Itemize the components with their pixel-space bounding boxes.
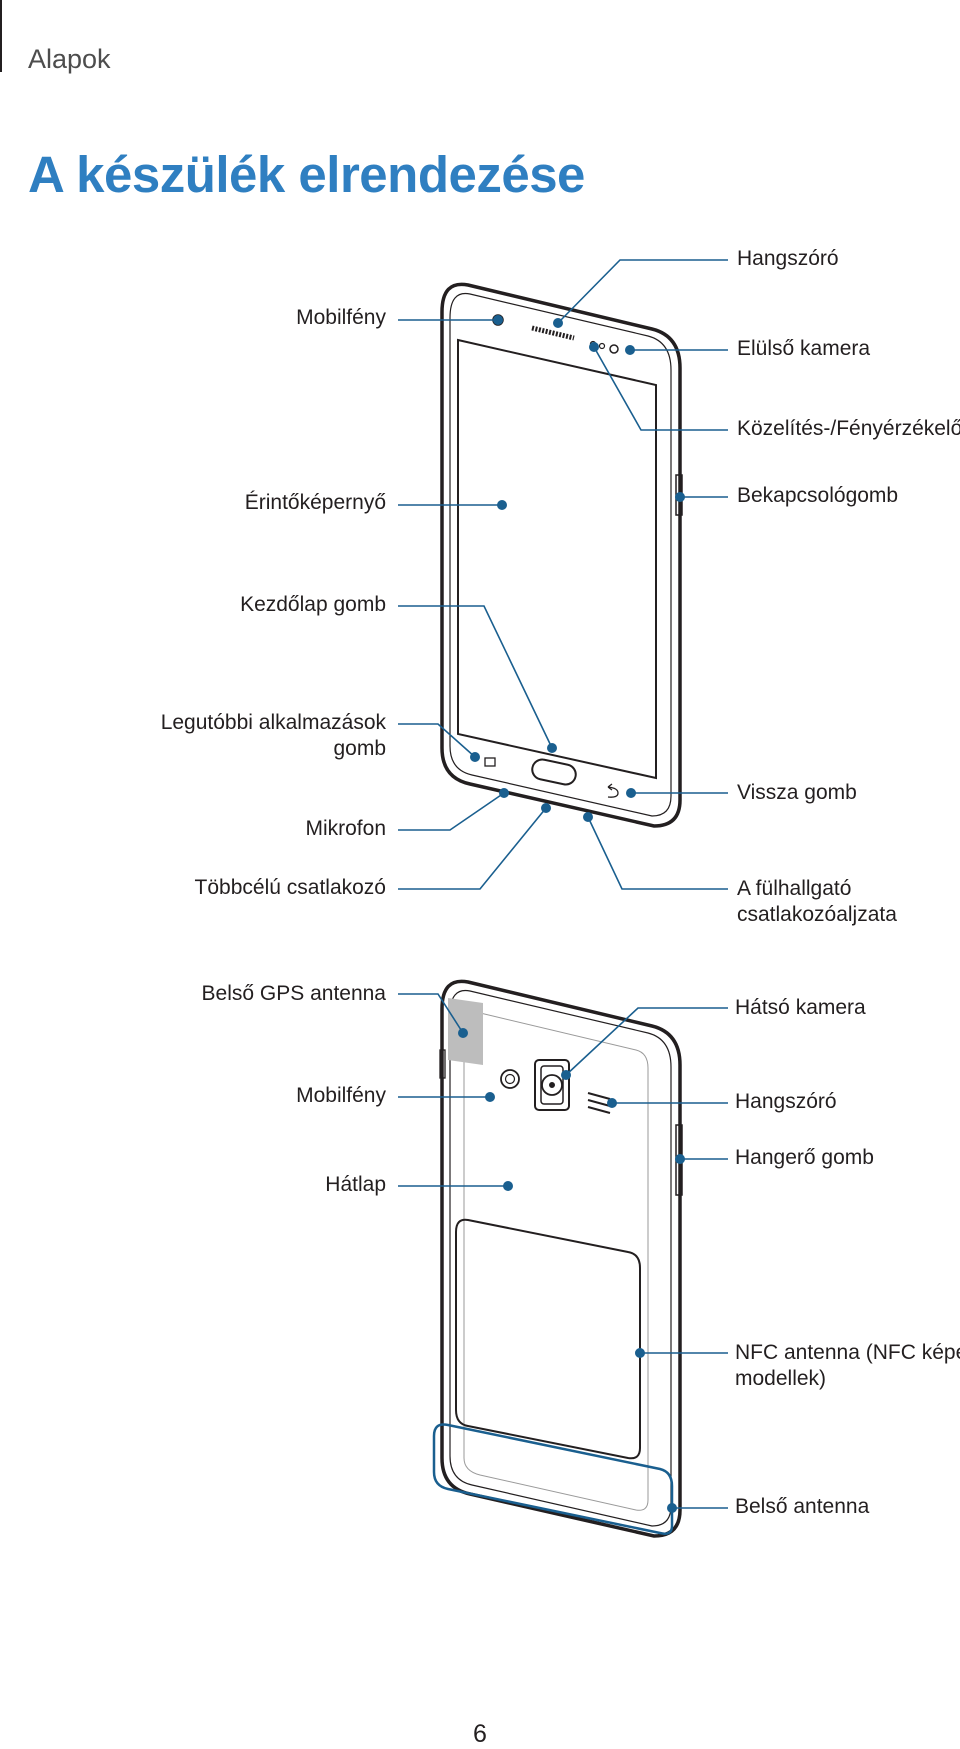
label-home-button: Kezdőlap gomb [240,593,386,616]
label-back-button: Vissza gomb [737,781,857,804]
label-back-cover: Hátlap [325,1173,386,1196]
front-callout-dots [470,315,685,822]
phone-back-illustration [439,979,683,1538]
label-proximity-sensor: Közelítés-/Fényérzékelő [737,417,960,440]
label-earphone-jack-line2: csatlakozóaljzata [737,903,897,926]
back-callout-dots [458,1028,685,1513]
label-recent-apps-line1: Legutóbbi alkalmazások [160,711,386,734]
label-rear-speaker: Hangszóró [735,1090,837,1113]
label-front-flash: Mobilfény [296,306,386,329]
page-number: 6 [473,1720,487,1748]
front-callout-lines [398,259,728,890]
label-power-button: Bekapcsológomb [737,484,899,507]
label-gps-antenna: Belső GPS antenna [201,982,386,1005]
label-volume-button: Hangerő gomb [735,1146,874,1169]
label-microphone: Mikrofon [305,817,386,840]
label-nfc-antenna-line2: modellek) [735,1367,827,1390]
phone-front-illustration [440,282,683,828]
label-earphone-jack-line1: A fülhallgató [737,877,852,900]
label-rear-camera: Hátsó kamera [735,996,866,1019]
internal-antenna-outline [432,1423,674,1535]
label-internal-antenna: Belső antenna [735,1495,870,1518]
label-touchscreen: Érintőképernyő [244,491,386,514]
page-title: A készülék elrendezése [28,146,585,203]
back-callout-lines [398,993,728,1509]
section-header: Alapok [28,44,111,74]
label-nfc-antenna-line1: NFC antenna (NFC képes [735,1341,960,1364]
label-recent-apps-line2: gomb [333,737,386,760]
label-front-camera: Elülső kamera [737,337,871,360]
label-front-speaker: Hangszóró [737,247,839,270]
label-multipurpose-jack: Többcélú csatlakozó [194,876,386,899]
margin-rule [0,0,2,72]
label-rear-flash: Mobilfény [296,1084,386,1107]
